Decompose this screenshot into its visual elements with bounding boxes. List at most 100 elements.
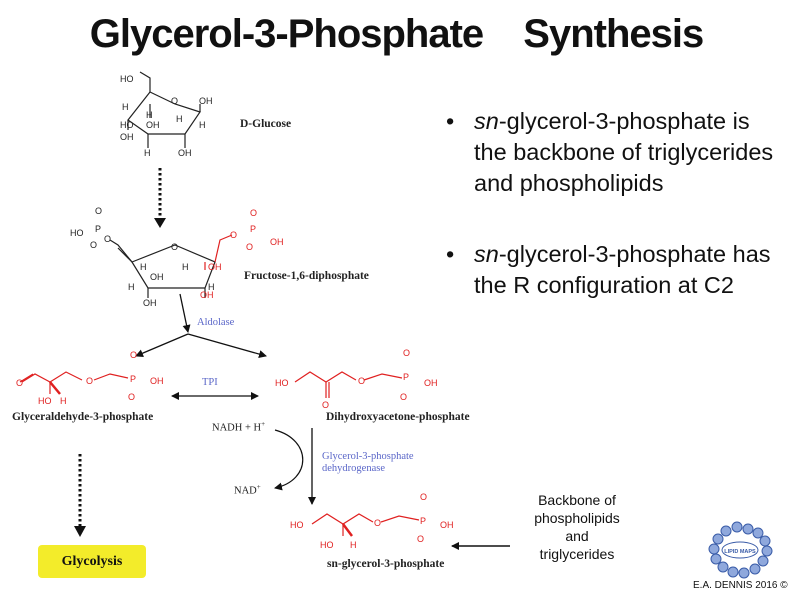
bullet-prefix: sn [474,108,499,134]
label-fructose: Fructose-1,6-diphosphate [244,270,369,282]
cofactor-nad-charge: + [256,483,261,491]
atom-ho: HO [320,540,334,550]
enzyme-aldolase: Aldolase [197,317,235,328]
atom-o: O [374,518,381,528]
cofactor-nad: NAD+ [234,483,261,497]
label-g3p: sn-glycerol-3-phosphate [327,558,445,570]
glucose-oh-bottom: OH [178,148,192,158]
glucose-h: H [146,110,153,120]
fructose-phosphate-left: O P HO O O [70,206,111,250]
bullet-text: -glycerol-3-phosphate is the backbone of… [474,108,774,196]
atom-ho: HO [70,228,84,238]
atom-oh: OH [208,262,222,272]
atom-p: P [250,224,256,234]
glucose-ring-o: O [171,96,178,106]
atom-o: O [322,400,329,410]
bullet-prefix: sn [474,241,499,267]
atom-o: O [420,492,427,502]
fructose-atoms: O H OH H H OH H [128,242,215,308]
atom-o: O [246,242,253,252]
label-gap: Glyceraldehyde-3-phosphate [12,411,154,423]
logo-text: LIPID MAPS [724,549,756,555]
backbone-note: Backbone of phospholipids and triglyceri… [512,491,642,563]
glucose-structure [127,71,201,148]
atom-h: H [140,262,147,272]
arrowhead [154,218,166,228]
atom-o: O [90,240,97,250]
atom-oh: OH [440,520,454,530]
cofactor-nadh-charge: + [261,420,266,428]
enzyme-g3pdh-line1: Glycerol-3-phosphate [322,451,414,462]
aldolase-arrow [179,293,191,333]
glucose-h: H [176,114,183,124]
nadh-cofactor-arrow [274,429,304,491]
atom-p: P [130,374,136,384]
glucose-h-bottom: H [144,148,151,158]
glucose-oh: OH [146,120,160,130]
atom-ho: HO [38,396,52,406]
atom-o: O [403,348,410,358]
enzyme-tpi: TPI [202,377,218,388]
cofactor-nadh: NADH + H+ [212,420,266,434]
atom-oh: OH [143,298,157,308]
arrowhead [74,526,86,537]
bullet-list: sn-glycerol-3-phosphate is the backbone … [442,106,782,341]
glucose-h: H [122,102,129,112]
glucose-ho: HO [120,120,134,130]
glycolysis-box: Glycolysis [38,545,146,578]
atom-o: O [95,206,102,216]
atom-o: O [230,230,237,240]
dhap-atoms: HO O O O P OH O [275,348,438,410]
slide-title: Glycerol-3-Phosphate Synthesis [89,12,705,56]
atom-oh: OH [424,378,438,388]
g3p-atoms: HO HO H O O P OH O [290,492,454,550]
bullet-backbone: sn-glycerol-3-phosphate is the backbone … [442,106,782,199]
g3p-structure [311,513,420,537]
atom-oh: OH [150,272,164,282]
bullet-text: -glycerol-3-phosphate has the R configur… [474,241,771,298]
split-arrow-right [187,333,267,358]
glucose-oh-c1: OH [199,96,213,106]
glucose-oh: OH [120,132,134,142]
glucose-ho-top: HO [120,74,134,84]
atom-o: O [171,242,178,252]
atom-h: H [208,282,215,292]
atom-h: H [60,396,67,406]
atom-oh: OH [270,237,284,247]
atom-o: O [128,392,135,402]
backbone-note-line: phospholipids [534,510,620,526]
bullet-configuration: sn-glycerol-3-phosphate has the R config… [442,239,782,301]
atom-h: H [128,282,135,292]
atom-p: P [420,516,426,526]
fructose-red-bonds [204,234,233,270]
atom-o: O [130,350,137,360]
label-dhap: Dihydroxyacetone-phosphate [326,411,470,423]
enzyme-g3pdh-line2: dehydrogenase [322,463,385,474]
atom-h: H [182,262,189,272]
atom-o: O [250,208,257,218]
glucose-atoms: HO O OH H H OH H H HO OH H OH [120,74,213,158]
atom-o: O [16,378,23,388]
atom-oh: OH [150,376,164,386]
fructose-phosphate-right: O P OH O O OH OH [200,208,284,300]
backbone-note-line: and [565,528,589,544]
atom-p: P [403,372,409,382]
label-d-glucose: D-Glucose [240,118,292,130]
atom-o: O [400,392,407,402]
split-arrow-left [135,333,189,357]
backbone-note-line: Backbone of [538,492,616,508]
fructose-structure [109,239,216,298]
atom-h: H [350,540,357,550]
glucose-h: H [199,120,206,130]
lipid-maps-logo [708,521,773,579]
atom-ho: HO [275,378,289,388]
atom-o: O [417,534,424,544]
atom-o: O [104,234,111,244]
atom-ho: HO [290,520,304,530]
dhap-structure [294,371,403,398]
atom-p: P [95,224,101,234]
gap-atoms: O HO H O O P OH O [16,350,164,406]
atom-o: O [86,376,93,386]
